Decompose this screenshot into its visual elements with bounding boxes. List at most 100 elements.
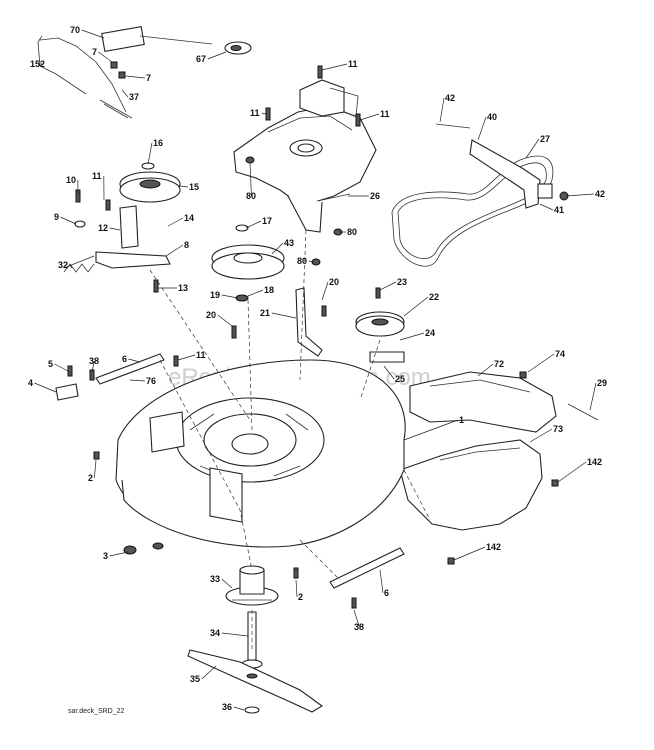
callout-label-32[interactable]: 32: [58, 260, 68, 270]
leader-line-9: [60, 216, 77, 225]
callout-label-11a[interactable]: 11: [348, 59, 358, 69]
leader-line-5: [54, 363, 71, 373]
callout-label-152[interactable]: 152: [30, 59, 45, 69]
callout-label-70[interactable]: 70: [70, 25, 80, 35]
diagram-code: sar.deck_SRD_22: [68, 708, 125, 715]
callout-label-9[interactable]: 9: [54, 212, 59, 222]
callout-label-12[interactable]: 12: [98, 223, 108, 233]
callout-label-142a[interactable]: 142: [587, 457, 602, 467]
leader-line-32: [69, 264, 73, 269]
leader-line-34: [221, 632, 249, 637]
callout-label-17[interactable]: 17: [262, 216, 272, 226]
callout-label-23[interactable]: 23: [397, 277, 407, 287]
callout-label-6a[interactable]: 6: [122, 354, 127, 364]
callout-label-142b[interactable]: 142: [486, 542, 501, 552]
callout-label-7a[interactable]: 7: [92, 47, 97, 57]
leader-line-7b: [125, 75, 146, 79]
callout-label-4[interactable]: 4: [28, 378, 33, 388]
leader-line-38b: [353, 609, 360, 628]
idler-pulley-right: [355, 311, 405, 363]
callout-label-20b[interactable]: 20: [206, 310, 216, 320]
callout-label-11b[interactable]: 11: [250, 108, 260, 118]
leader-line-41: [539, 203, 554, 211]
idler-bracket-21: [295, 287, 323, 357]
callout-label-7b[interactable]: 7: [146, 73, 151, 83]
callout-label-13[interactable]: 13: [178, 283, 188, 293]
callout-label-14[interactable]: 14: [184, 213, 194, 223]
callout-label-6b[interactable]: 6: [384, 588, 389, 598]
callout-label-76[interactable]: 76: [146, 376, 156, 386]
callout-label-40[interactable]: 40: [487, 112, 497, 122]
callout-label-18[interactable]: 18: [264, 285, 274, 295]
callout-label-5[interactable]: 5: [48, 359, 53, 369]
callout-label-21[interactable]: 21: [260, 308, 270, 318]
callout-label-1[interactable]: 1: [459, 415, 464, 425]
callout-label-74[interactable]: 74: [555, 349, 565, 359]
callout-label-80b[interactable]: 80: [347, 227, 357, 237]
leader-line-29: [589, 382, 597, 411]
spindle-assembly: [225, 565, 279, 606]
leader-line-11c: [359, 113, 380, 121]
callout-label-3[interactable]: 3: [103, 551, 108, 561]
callout-label-43[interactable]: 43: [284, 238, 294, 248]
leader-line-142a: [557, 461, 587, 483]
leader-line-67: [207, 51, 227, 60]
callout-label-22[interactable]: 22: [429, 292, 439, 302]
callout-label-42b[interactable]: 42: [595, 189, 605, 199]
callout-label-38b[interactable]: 38: [354, 622, 364, 632]
callout-label-16[interactable]: 16: [153, 138, 163, 148]
callout-label-11e[interactable]: 11: [196, 350, 206, 360]
callout-label-11d[interactable]: 11: [92, 171, 102, 181]
leader-line-42a: [439, 97, 445, 123]
leader-line-80c: [308, 260, 315, 263]
callout-label-37[interactable]: 37: [129, 92, 139, 102]
callout-label-2a[interactable]: 2: [88, 473, 93, 483]
callout-label-80c[interactable]: 80: [297, 256, 307, 266]
leader-line-18: [247, 289, 264, 297]
callout-label-80a[interactable]: 80: [246, 191, 256, 201]
lift-rod-assembly: [37, 26, 213, 119]
leader-line-27: [525, 138, 540, 159]
callout-label-19[interactable]: 19: [210, 290, 220, 300]
leader-line-20a: [321, 281, 329, 301]
leader-line-72: [477, 363, 494, 377]
callout-label-26[interactable]: 26: [370, 191, 380, 201]
callout-label-20a[interactable]: 20: [329, 277, 339, 287]
leader-line-80a: [249, 161, 252, 197]
leader-line-7a: [98, 51, 113, 63]
callout-label-35[interactable]: 35: [190, 674, 200, 684]
callout-label-36[interactable]: 36: [222, 702, 232, 712]
leader-line-11b: [261, 112, 267, 115]
callout-label-72[interactable]: 72: [494, 359, 504, 369]
leader-line-2b: [295, 579, 298, 598]
leader-line-15: [179, 185, 189, 188]
leader-line-3: [109, 551, 129, 557]
callout-label-67[interactable]: 67: [196, 54, 206, 64]
callout-label-38a[interactable]: 38: [89, 356, 99, 366]
leader-line-20b: [217, 314, 233, 327]
leader-line-25: [383, 365, 395, 380]
callout-label-11c[interactable]: 11: [380, 109, 390, 119]
callout-label-8[interactable]: 8: [184, 240, 189, 250]
callout-label-34[interactable]: 34: [210, 628, 220, 638]
callout-label-2b[interactable]: 2: [298, 592, 303, 602]
callout-label-25[interactable]: 25: [395, 374, 405, 384]
callout-label-27[interactable]: 27: [540, 134, 550, 144]
callout-label-24[interactable]: 24: [425, 328, 435, 338]
callout-label-42a[interactable]: 42: [445, 93, 455, 103]
callout-label-73[interactable]: 73: [553, 424, 563, 434]
leader-line-42b: [565, 193, 595, 197]
leader-line-40: [477, 116, 487, 141]
callout-label-29[interactable]: 29: [597, 378, 607, 388]
callout-label-33[interactable]: 33: [210, 574, 220, 584]
leader-line-16: [147, 142, 153, 165]
leader-line-22: [403, 296, 429, 317]
callout-label-10[interactable]: 10: [66, 175, 76, 185]
leader-line-76: [129, 379, 146, 382]
callout-label-15[interactable]: 15: [189, 182, 199, 192]
leader-line-2a: [94, 459, 97, 479]
leader-line-6b: [379, 569, 384, 594]
callout-label-41[interactable]: 41: [554, 205, 564, 215]
leader-line-35: [201, 665, 217, 680]
